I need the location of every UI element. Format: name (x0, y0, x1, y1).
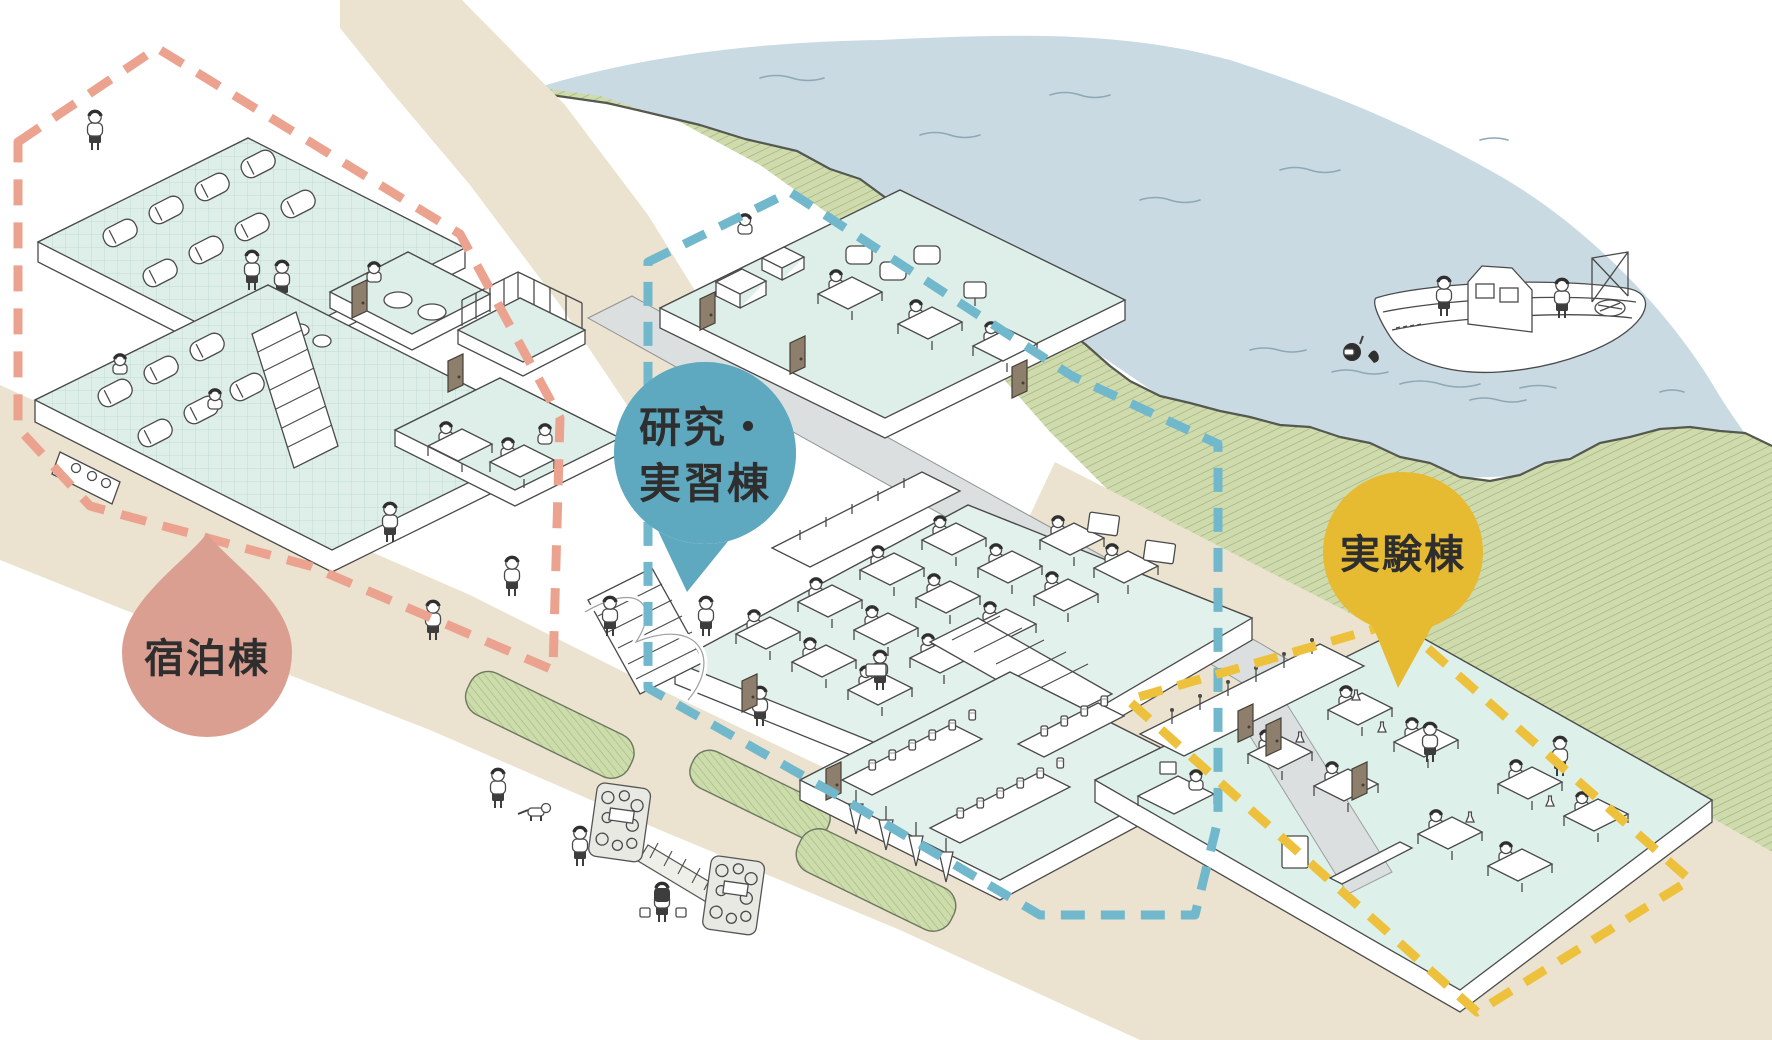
person-with-backpack (639, 881, 687, 924)
pedestrians (380, 501, 687, 924)
monitor (1142, 539, 1177, 565)
pin-bulb (1323, 472, 1483, 632)
dog (517, 802, 552, 821)
experiment-zone-label: 実験棟 (1340, 533, 1466, 577)
person-figure (502, 555, 522, 598)
experiment-zone-outline (1123, 617, 1695, 1017)
person-walking-dog (488, 767, 508, 810)
research-zone-pin[interactable]: 研究・ 実習棟 (614, 362, 796, 592)
door (1265, 717, 1282, 757)
experiment-zone-pin[interactable]: 実験棟 (1323, 472, 1483, 688)
stairs-interior (251, 311, 339, 469)
monitor (1086, 511, 1121, 537)
stone-gate (588, 782, 766, 936)
specimen-shelves (840, 695, 1126, 844)
stone-pillar (702, 855, 766, 936)
experiment-building (1093, 627, 1714, 1013)
bench-seat (1328, 841, 1414, 885)
person-figure (111, 352, 129, 376)
boat-cabin (1467, 265, 1533, 333)
person-figure (1187, 768, 1205, 792)
research-zone-label-line2: 実習棟 (639, 460, 771, 507)
coastline (419, 66, 1772, 483)
fishing-boat (1374, 251, 1647, 389)
door (1011, 359, 1028, 399)
door (1351, 761, 1368, 801)
door (741, 673, 758, 713)
wooden-deck (456, 271, 587, 377)
boat-hull-marking (1395, 323, 1422, 329)
hedges (464, 670, 957, 932)
research-zone-label-line1: 研究・ (639, 404, 771, 451)
stairs-right (928, 615, 1114, 719)
snorkeler (1331, 335, 1389, 375)
accommodation-zone-pin[interactable]: 宿泊棟 (122, 533, 292, 737)
sea (530, 35, 1745, 478)
child-figure (570, 825, 590, 868)
pin-bulb (614, 362, 796, 544)
map-pin-marker-icon (1368, 612, 1440, 688)
accommodation-zone-label: 宿泊棟 (144, 637, 270, 681)
door (789, 335, 806, 375)
stairs-central (583, 567, 708, 703)
stone-pillar (588, 782, 652, 863)
accommodation-building (33, 109, 622, 573)
faucet-bench (770, 471, 962, 568)
person-figure (206, 387, 224, 411)
boat-stern-frame (1591, 251, 1629, 317)
teacher-figure (696, 595, 716, 638)
person-figure (365, 260, 383, 284)
research-zone-outline (643, 187, 1223, 920)
person-figure (85, 109, 105, 152)
door (351, 279, 368, 319)
sink-counter (1138, 638, 1366, 757)
door (699, 291, 716, 331)
door (447, 353, 464, 393)
door (1237, 703, 1254, 743)
teardrop-marker-icon (122, 533, 292, 737)
